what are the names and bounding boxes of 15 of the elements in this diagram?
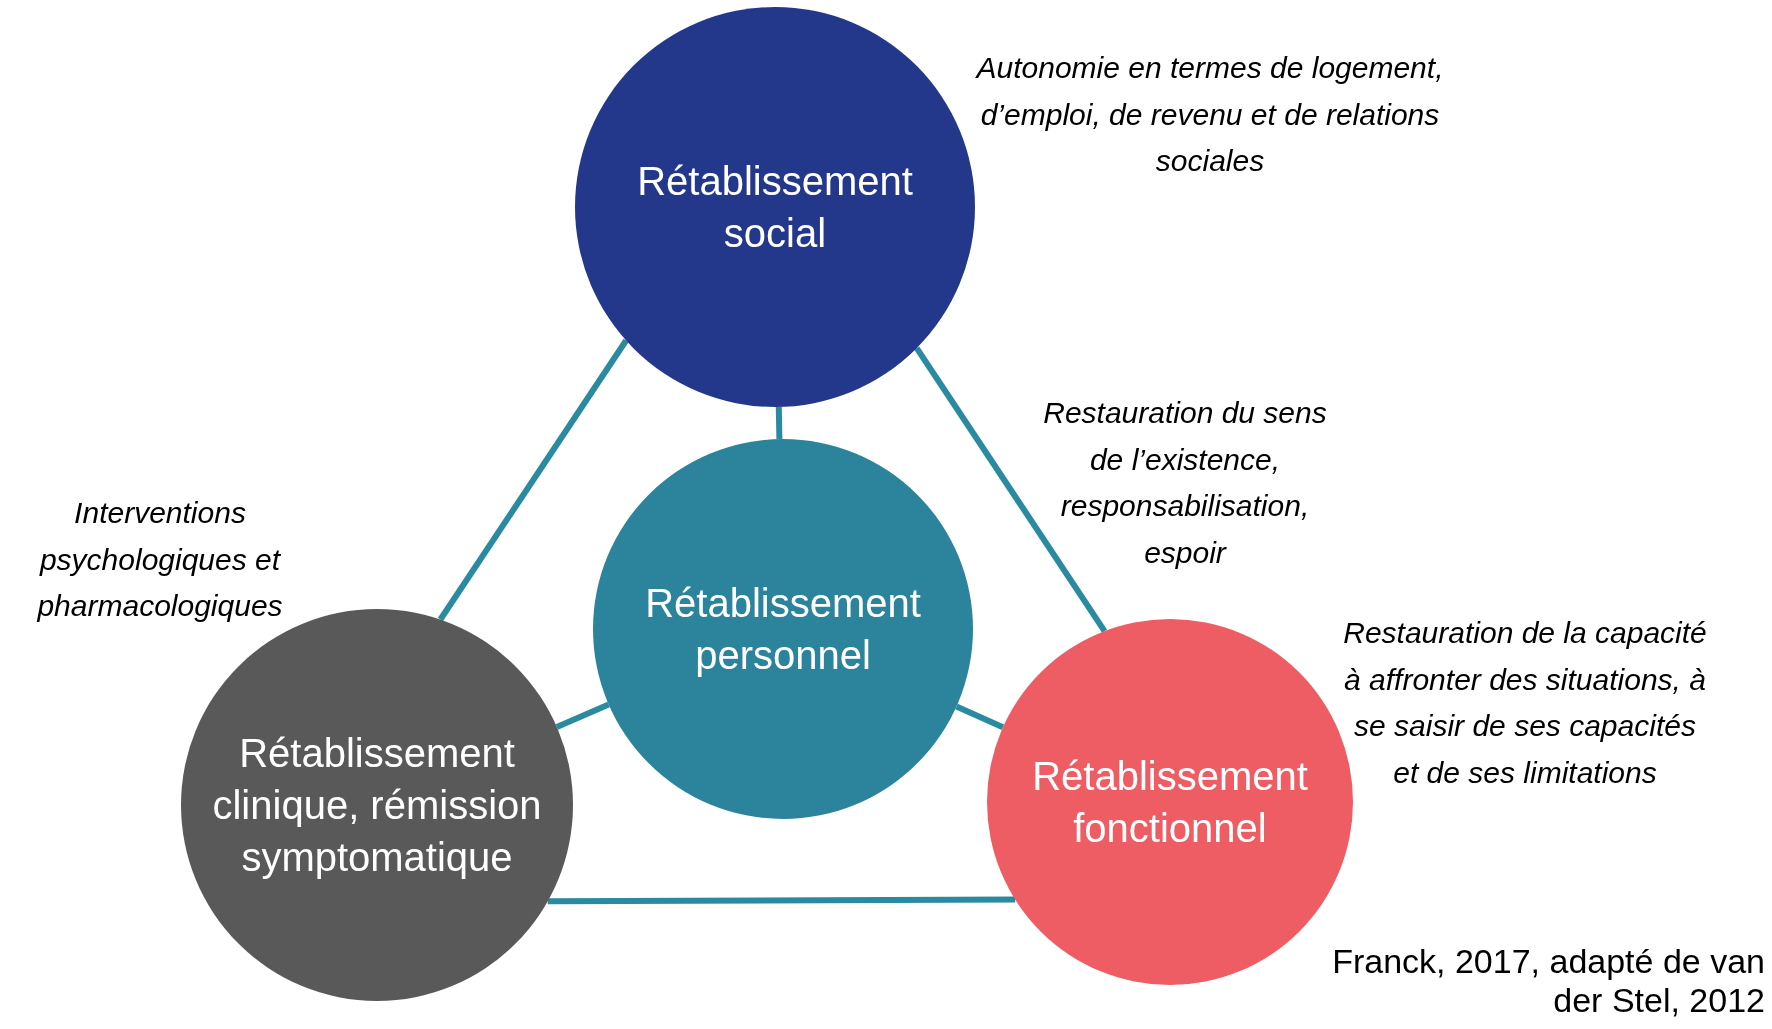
connector-line xyxy=(547,896,1016,905)
node-title: Rétablissement clinique, rémission symptomatique xyxy=(211,730,543,881)
connector-line xyxy=(955,703,1005,731)
annotation-text: Restauration du sens de l’existence, responsabilisation, espoir xyxy=(1042,395,1328,571)
annotation-text: Interventions psychologiques et pharmacologiques xyxy=(36,495,284,624)
connector-line xyxy=(437,338,629,622)
connector-line xyxy=(914,346,1108,633)
node-title: Rétablissement personnel xyxy=(644,580,922,679)
node-title: Rétablissement fonctionnel xyxy=(1031,753,1309,852)
annotation-text: Autonomie en termes de logement, d’emploi, de revenu et de relations sociales xyxy=(974,50,1445,179)
connector-line xyxy=(775,406,783,440)
node-title: Rétablissement social xyxy=(636,158,914,257)
annotation-text: Restauration de la capacité à affronter des situations, à se saisir de ses capacités et de ses limitations xyxy=(1342,615,1708,791)
citation-text: Franck, 2017, adapté de van der Stel, 2012 xyxy=(1331,942,1765,1021)
connector-line xyxy=(555,701,610,730)
